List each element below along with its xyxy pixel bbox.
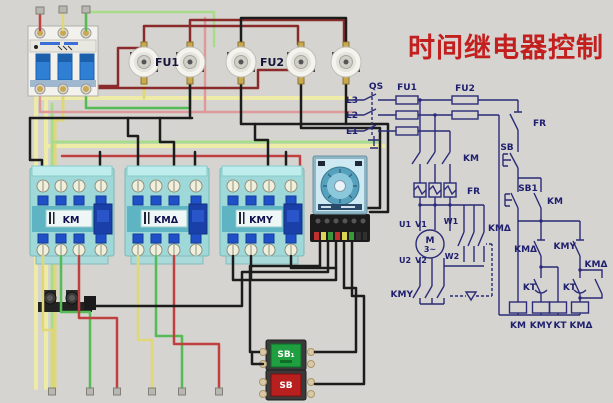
terminal-block [38,290,96,312]
sb1-start-label: SB1 [518,184,538,194]
fuse-holder [128,41,160,85]
fuse-group-2-label: FU2 [260,56,284,69]
fuse-holder [285,41,317,85]
fuse-row: FU1 FU2 [128,41,362,85]
km-main-label: KM [463,154,479,164]
phase-l2-label: L2 [346,111,358,121]
fuse-holder [225,41,257,85]
start-button-label: SB₁ [277,350,294,360]
stop-button-label: SB [279,381,292,391]
contactor-km: KM [29,165,115,265]
coil-km-delta-label: KMΔ [570,321,593,331]
wire-harness-under [28,10,390,390]
fuse-holder [174,41,206,85]
fr-contact-label: FR [533,119,546,129]
qs-label: QS [369,82,383,92]
time-relay [310,155,370,242]
contactor-km-label: KM [63,215,80,226]
coil-kmy-label: KMY [530,321,553,331]
schematic-diagram: L3 L2 L1 QS FU1 FU2 KM FR K [346,82,607,331]
km-sealin-label: KM [547,197,563,207]
breaker-toggles [35,53,95,81]
kt-contact-2-label: KT [563,283,577,293]
motor-phase-label: 3~ [424,245,436,254]
push-button-station: SB₁ SB [259,339,315,401]
motor-w2-label: W2 [445,252,459,261]
coil-kt-label: KT [553,321,567,331]
phase-l1-label: L1 [346,127,358,137]
fuse-group-1-label: FU1 [155,56,179,69]
coil-km-label: KM [510,321,526,331]
contactor-km-y-label: KMY [249,215,273,226]
motor-u2-label: U2 [399,256,411,265]
motor-v2-label: V2 [415,256,427,265]
motor-label: M [426,236,435,246]
motor-v1-label: V1 [415,220,427,229]
page-title: 时间继电器控制 [408,33,604,64]
km-delta-interlock-label: KMΔ [514,245,537,255]
wire-harness-over [41,240,366,390]
fuse-holder [330,41,362,85]
wire-end-terminals [48,387,223,396]
kt-contact-1-label: KT [523,283,537,293]
contactor-km-y: KMY [219,165,305,265]
contactor-km-delta: KMΔ [124,165,210,265]
fu2-label: FU2 [455,84,475,94]
phase-l3-label: L3 [346,96,358,106]
motor-w1-label: W1 [444,217,459,226]
contactor-km-delta-label: KMΔ [154,215,179,226]
fr-heaters [413,182,457,198]
breaker-terminals [34,27,92,95]
km-y-main-label: KMY [391,290,414,300]
sb-stop-label: SB [500,143,513,153]
km-y-interlock-label: KMY [554,242,577,252]
circuit-breaker [27,5,99,97]
fr-heater-label: FR [467,187,480,197]
button-terminals [259,348,315,398]
motor-u1-label: U1 [399,220,411,229]
fu1-label: FU1 [397,83,417,93]
incoming-wires [35,5,91,32]
km-delta-aux-label: KMΔ [585,260,608,270]
